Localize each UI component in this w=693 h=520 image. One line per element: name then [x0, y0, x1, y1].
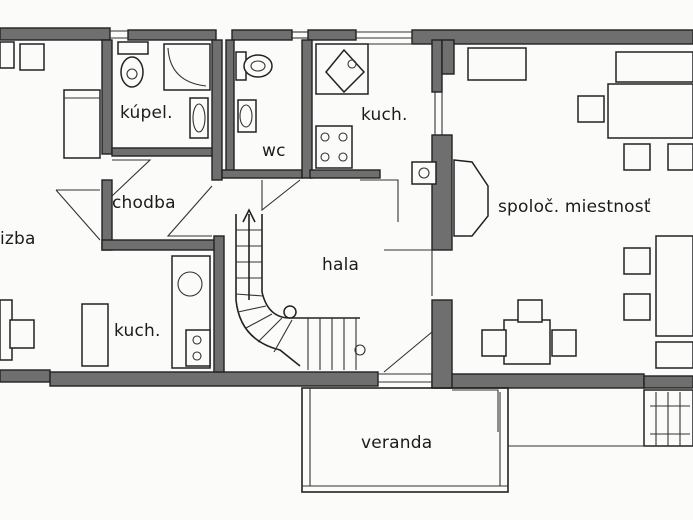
izba-furniture	[0, 41, 109, 367]
room-label-wc: wc	[262, 141, 286, 161]
wc-fixtures	[235, 51, 273, 133]
veranda-structure	[301, 387, 693, 493]
room-label-kuchyna-top: kuch.	[361, 105, 408, 125]
kitchen-bottom-fixtures	[171, 255, 211, 369]
room-label-veranda: veranda	[361, 433, 433, 453]
doors	[55, 159, 499, 432]
room-label-hala: hala	[322, 255, 360, 275]
exterior-walls	[0, 27, 693, 389]
staircase	[235, 208, 366, 370]
room-label-kupelna: kúpel.	[120, 103, 173, 123]
room-label-chodba: chodba	[112, 193, 176, 213]
bathroom-fixtures	[117, 41, 211, 139]
room-label-spolocenska: spoloč. miestnosť	[498, 197, 651, 217]
kitchen-top-fixtures	[315, 43, 437, 185]
room-label-izba: izba	[0, 229, 36, 249]
room-label-kuchyna-bottom: kuch.	[114, 321, 161, 341]
living-room-furniture	[453, 47, 693, 369]
windows	[110, 30, 443, 383]
interior-walls	[101, 39, 455, 389]
